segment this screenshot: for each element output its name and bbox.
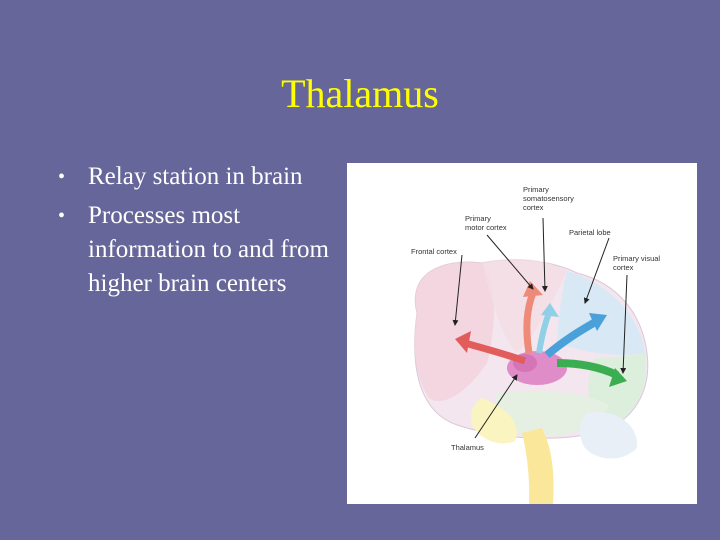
- slide-title: Thalamus: [281, 71, 439, 116]
- bullet-text: Relay station in brain: [88, 163, 303, 190]
- brain-diagram: Primary somatosensory cortex Primary mot…: [347, 163, 697, 504]
- label-primary-visual: Primary visual cortex: [613, 254, 662, 272]
- relay-arrows: [455, 281, 627, 387]
- bullet-text: Processes most information to and from h…: [88, 202, 329, 297]
- label-primary-somatosensory: Primary somatosensory cortex: [523, 185, 576, 212]
- label-primary-motor: Primary motor cortex: [465, 214, 507, 232]
- label-parietal-lobe: Parietal lobe: [569, 228, 611, 237]
- bullet-item: • Processes most information to and from…: [58, 199, 343, 301]
- label-thalamus: Thalamus: [451, 443, 484, 452]
- leader-lines: [452, 217, 628, 439]
- bullet-icon: •: [58, 205, 66, 227]
- bullet-icon: •: [58, 166, 66, 188]
- label-frontal-cortex: Frontal cortex: [411, 247, 457, 256]
- brain-illustration: Primary somatosensory cortex Primary mot…: [411, 185, 662, 504]
- bullet-item: • Relay station in brain: [58, 160, 343, 194]
- bullet-list: • Relay station in brain • Processes mos…: [58, 160, 343, 306]
- brain-lobes: [414, 258, 649, 504]
